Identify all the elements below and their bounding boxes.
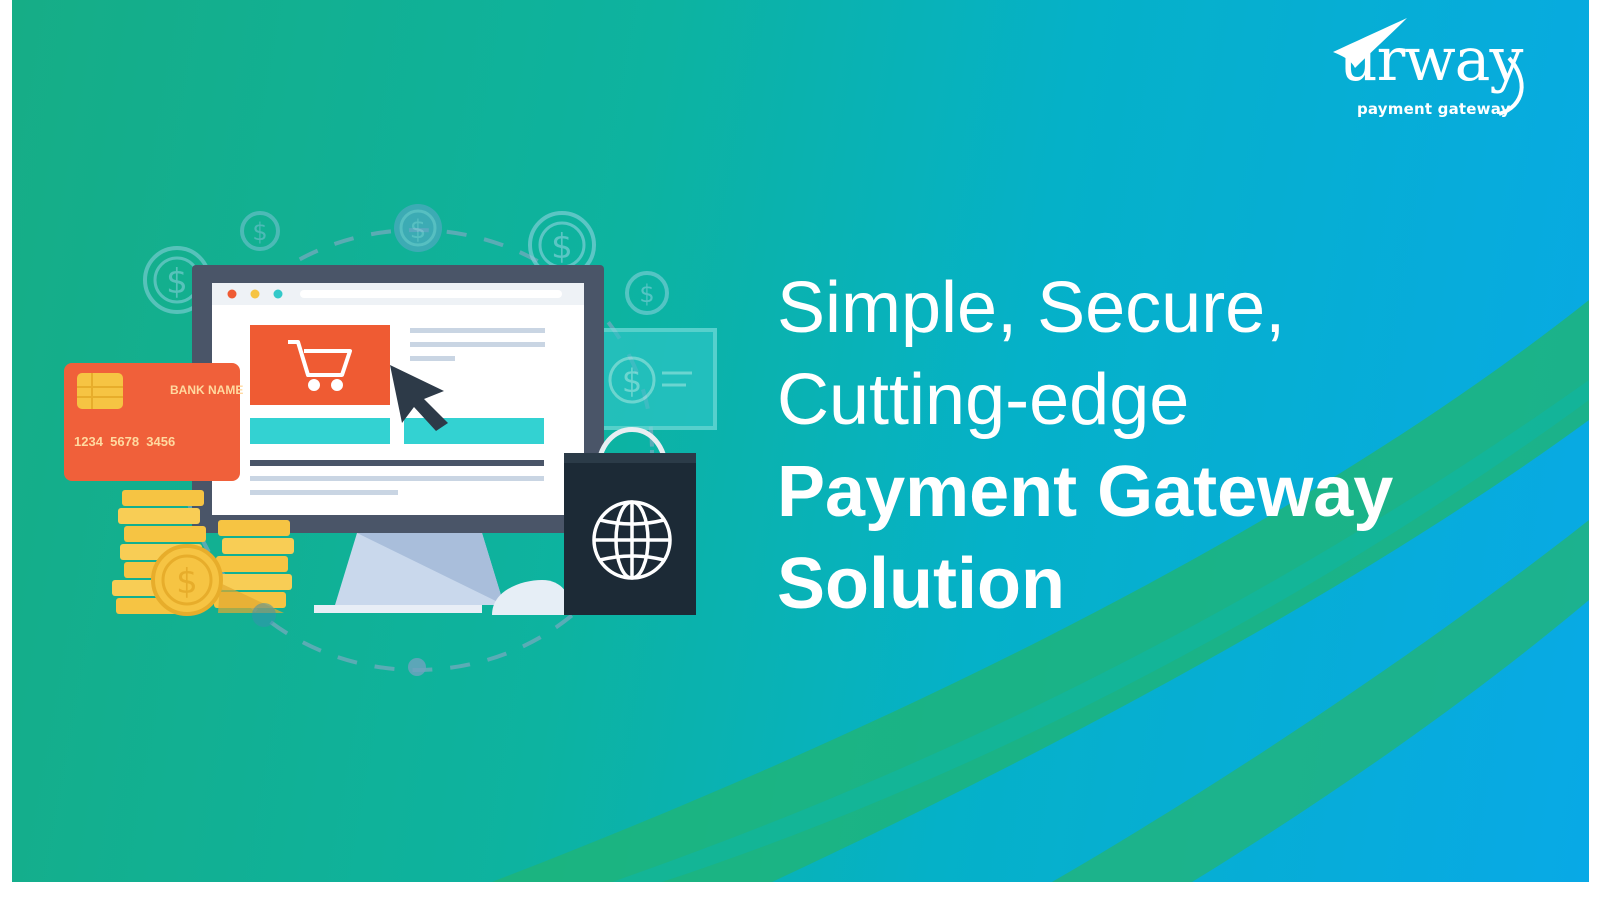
- credit-card-chip-icon: [77, 373, 123, 409]
- dollar-icon: $: [394, 204, 442, 252]
- banknote-icon: $: [595, 328, 717, 430]
- dollar-icon: $: [151, 544, 223, 616]
- svg-text:$: $: [639, 280, 654, 308]
- mouse-icon: [492, 580, 572, 615]
- globe-icon: [592, 500, 672, 580]
- svg-text:$: $: [176, 562, 198, 602]
- orbit-dot-bottom: [408, 658, 426, 676]
- svg-text:$: $: [166, 262, 188, 302]
- headline-line-2: Cutting-edge: [777, 360, 1190, 440]
- svg-text:$: $: [410, 215, 427, 245]
- credit-card: BANK NAME 1234 5678 3456: [64, 363, 243, 481]
- card-bank-name: BANK NAME: [170, 383, 243, 397]
- hero-banner: urway payment gateway $ $ $: [12, 0, 1589, 882]
- coin-stacks: $: [112, 490, 294, 627]
- logo-tagline: payment gateway: [1357, 100, 1511, 118]
- headline-line-3: Payment Gateway: [777, 452, 1394, 532]
- shopping-cart-icon: [288, 340, 352, 391]
- logo-wordmark: urway: [1339, 25, 1523, 95]
- dollar-icon: $: [240, 211, 280, 251]
- headline-line-1: Simple, Secure,: [777, 268, 1286, 348]
- monitor: [192, 265, 604, 613]
- svg-text:$: $: [551, 227, 573, 267]
- cursor-arrow-icon: [390, 365, 448, 431]
- headline-line-4: Solution: [777, 544, 1065, 624]
- headline: Simple, Secure, Cutting-edge Payment Gat…: [777, 262, 1393, 630]
- svg-text:$: $: [622, 362, 642, 400]
- dollar-icon: $: [625, 271, 669, 315]
- logo-swoosh-icon: [1333, 18, 1524, 116]
- svg-text:$: $: [252, 218, 267, 246]
- ecommerce-illustration: $ $ $ $ $: [52, 195, 732, 685]
- card-number: 1234 5678 3456: [74, 434, 175, 449]
- shopping-bag: [564, 427, 696, 615]
- brand-logo[interactable]: urway payment gateway: [1319, 10, 1549, 120]
